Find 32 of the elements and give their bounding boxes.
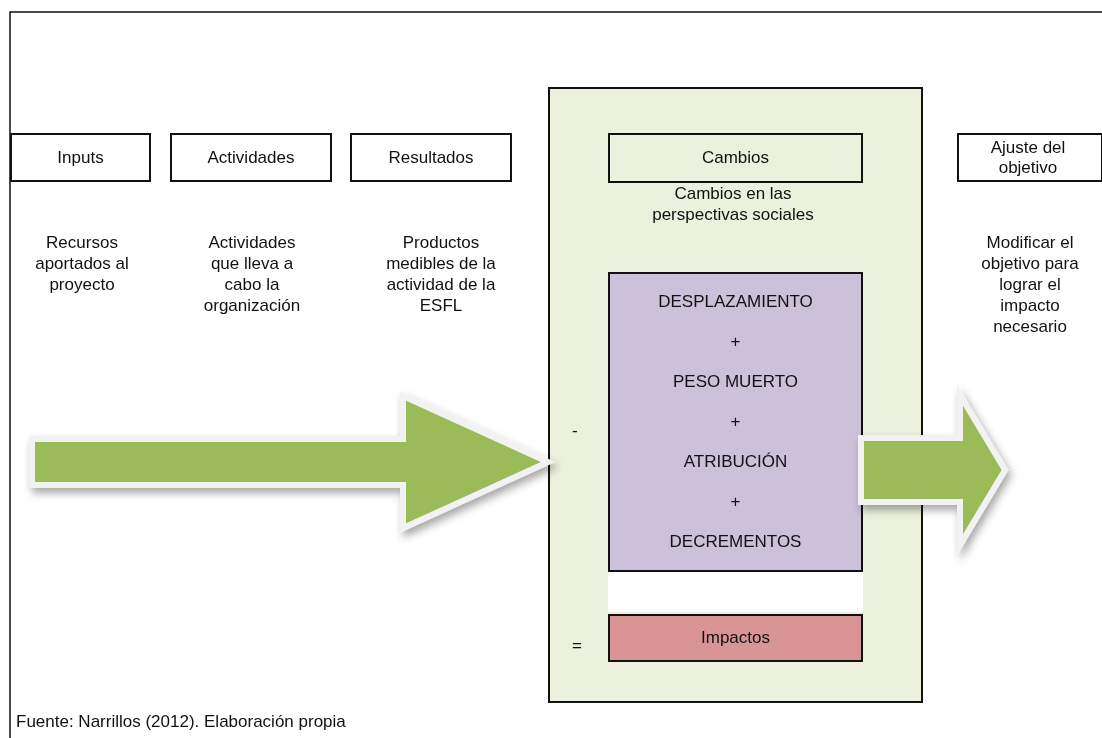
node-text: + — [730, 332, 741, 352]
source-caption: Fuente: Narrillos (2012). Elaboración propia — [16, 712, 346, 732]
stage-box — [350, 133, 512, 182]
operator-sign: = — [572, 636, 582, 656]
description-text: Recursos aportados al proyecto — [34, 232, 130, 295]
node-text: Resultados — [388, 147, 474, 168]
block-arrow — [29, 391, 556, 533]
node-text: DECREMENTOS — [669, 532, 802, 552]
node-text: Cambios — [701, 148, 770, 168]
spacer-band — [608, 572, 863, 612]
node-text: Ajuste del objetivo — [989, 137, 1067, 178]
impact-box — [608, 614, 863, 662]
node-text: Inputs — [57, 147, 104, 168]
stage-box — [170, 133, 332, 182]
node-text: + — [730, 492, 741, 512]
node-text: ATRIBUCIÓN — [683, 452, 788, 472]
stage-box — [10, 133, 151, 182]
description-text: Actividades que lleva a cabo la organización — [202, 232, 302, 316]
node-text: PESO MUERTO — [673, 372, 798, 392]
node-text: Actividades — [207, 147, 295, 168]
description-text: Cambios en las perspectivas sociales — [651, 183, 815, 225]
stage-box — [608, 133, 863, 183]
description-text: Modificar el objetivo para lograr el impacto necesario — [980, 232, 1080, 337]
description-text: Productos medibles de la actividad de la ESFL — [385, 232, 497, 316]
node-text: + — [730, 412, 741, 432]
node-text: DESPLAZAMIENTO — [658, 292, 813, 312]
block-arrow — [858, 384, 1009, 556]
operator-sign: - — [572, 421, 578, 441]
node-text: Impactos — [701, 628, 770, 648]
stage-box — [957, 133, 1102, 182]
adjustments-box — [608, 272, 863, 572]
panel-background — [548, 87, 923, 703]
